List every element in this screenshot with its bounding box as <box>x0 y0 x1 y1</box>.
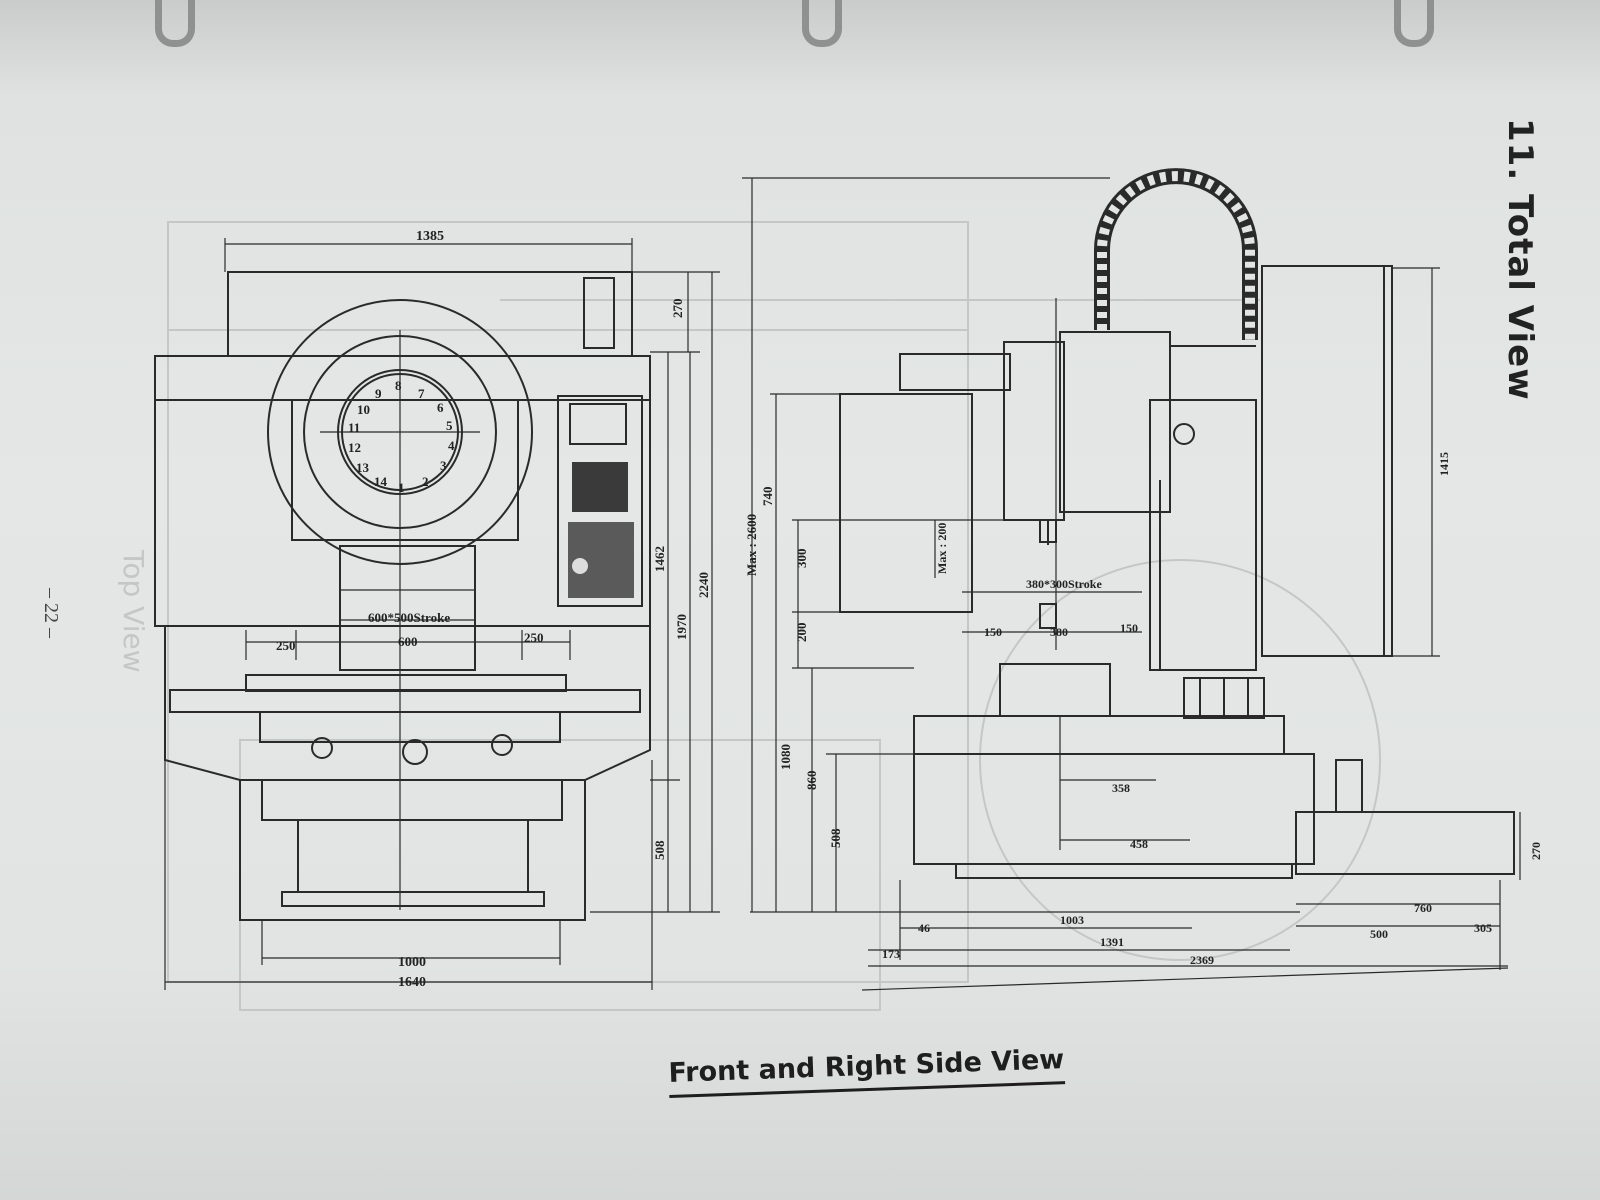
mag-num: 5 <box>446 418 453 433</box>
dim-270: 270 <box>670 299 685 319</box>
dim-358: 358 <box>1112 781 1130 795</box>
dim-458: 458 <box>1130 837 1148 851</box>
dim-46: 46 <box>918 921 930 935</box>
dim-305: 305 <box>1474 921 1492 935</box>
front-view: 8 9 10 11 12 13 14 1 2 3 4 5 6 7 <box>154 229 720 990</box>
dim-2240: 2240 <box>696 572 711 598</box>
dim-380: 380 <box>1050 625 1068 639</box>
binder-ring-right <box>1394 0 1434 47</box>
dim-1391: 1391 <box>1100 935 1124 949</box>
dim-1003: 1003 <box>1060 913 1084 927</box>
mag-num: 14 <box>374 474 388 489</box>
magazine-numbers: 8 9 10 11 12 13 14 1 2 3 4 5 6 7 <box>348 378 455 495</box>
mag-num: 3 <box>440 458 447 473</box>
show-through-lines <box>167 221 1381 1011</box>
binder-ring-middle <box>802 0 842 47</box>
mag-num: 10 <box>357 402 370 417</box>
mag-num: 11 <box>348 420 360 435</box>
dim-860: 860 <box>804 771 819 791</box>
dim-760: 760 <box>1414 901 1432 915</box>
dim-300: 300 <box>794 549 809 569</box>
mag-num: 8 <box>395 378 402 393</box>
dim-600: 600 <box>398 634 418 649</box>
dim-173: 173 <box>882 947 900 961</box>
dim-508-side: 508 <box>828 828 843 848</box>
dim-2369: 2369 <box>1190 953 1214 967</box>
mag-num: 6 <box>437 400 444 415</box>
mag-num: 13 <box>356 460 370 475</box>
dim-270-side: 270 <box>1529 842 1543 860</box>
page-number: – 22 – <box>40 588 62 638</box>
mag-num: 2 <box>422 474 429 489</box>
mag-num: 1 <box>398 480 405 495</box>
dim-250-right: 250 <box>524 630 544 645</box>
binder-ring-left <box>155 0 195 47</box>
dim-max-2600: Max : 2600 <box>744 514 759 576</box>
dim-500: 500 <box>1370 927 1388 941</box>
dim-150-left: 150 <box>984 625 1002 639</box>
mag-num: 9 <box>375 386 382 401</box>
dim-250-left: 250 <box>276 638 296 653</box>
dim-1462: 1462 <box>652 546 667 572</box>
side-view: 740 Max : 2600 300 200 1080 860 508 Max … <box>742 168 1543 991</box>
dim-1970: 1970 <box>674 614 689 640</box>
dim-1415: 1415 <box>1437 452 1451 476</box>
dim-740: 740 <box>760 487 775 507</box>
mag-num: 4 <box>448 438 455 453</box>
dim-max-200: Max : 200 <box>935 523 949 574</box>
dim-1080: 1080 <box>778 744 793 770</box>
dim-1640: 1640 <box>398 975 426 990</box>
dim-stroke-side: 380*300Stroke <box>1026 577 1102 591</box>
dim-150-right: 150 <box>1120 621 1138 635</box>
dim-1000: 1000 <box>398 955 426 970</box>
mag-num: 12 <box>348 440 361 455</box>
dim-1385: 1385 <box>416 229 444 244</box>
mag-num: 7 <box>418 386 425 401</box>
dim-200: 200 <box>794 623 809 643</box>
dim-stroke: 600*500Stroke <box>368 610 450 625</box>
section-heading: 11. Total View <box>1500 118 1540 401</box>
dim-508: 508 <box>652 840 667 860</box>
